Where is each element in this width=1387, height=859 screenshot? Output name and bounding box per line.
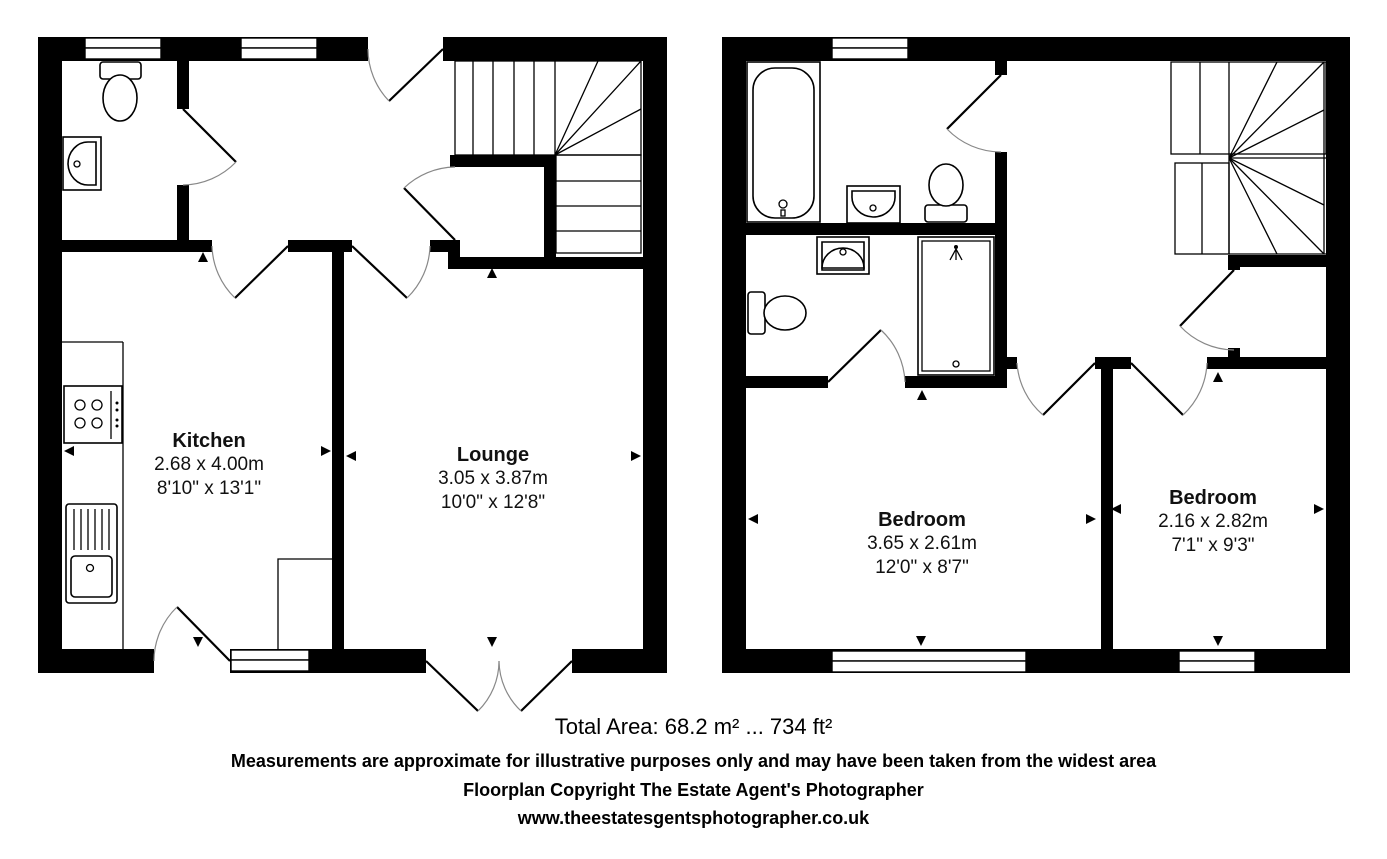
total-area: Total Area: 68.2 m² ... 734 ft²	[554, 714, 833, 739]
toilet	[747, 291, 807, 335]
door	[403, 166, 456, 241]
kitchen-worktop	[62, 341, 124, 649]
bath	[746, 61, 821, 223]
door	[351, 245, 431, 299]
disclaimer: Measurements are approximate for illustr…	[230, 751, 1157, 771]
window	[84, 37, 162, 60]
door	[1179, 269, 1235, 351]
window	[831, 37, 909, 60]
sink	[65, 503, 118, 604]
door	[1016, 362, 1096, 416]
staircase	[454, 60, 642, 254]
ground-floor	[38, 37, 667, 712]
room-label-bedroom-2: Bedroom 2.16 x 2.82m 7'1" x 9'3"	[1158, 486, 1268, 558]
staircase	[1170, 61, 1327, 255]
door	[367, 48, 444, 102]
door	[153, 606, 231, 662]
door	[211, 245, 289, 299]
room-dimensions-imperial: 8'10" x 13'1"	[156, 478, 262, 499]
door	[827, 329, 906, 383]
window	[230, 649, 310, 672]
door	[946, 74, 1002, 153]
door	[182, 108, 237, 186]
room-name: Bedroom	[1169, 487, 1257, 509]
window	[1178, 650, 1256, 673]
wash-basin	[846, 185, 901, 224]
room-label-bedroom-1: Bedroom 3.65 x 2.61m 12'0" x 8'7"	[867, 508, 977, 580]
room-dimensions-metric: 3.65 x 2.61m	[867, 533, 977, 554]
room-name: Kitchen	[172, 430, 246, 452]
hob	[63, 385, 123, 444]
room-dimensions-metric: 2.16 x 2.82m	[1158, 511, 1268, 532]
first-floor	[722, 37, 1350, 673]
toilet	[99, 61, 142, 122]
toilet	[924, 163, 968, 223]
room-label-lounge: Lounge 3.05 x 3.87m 10'0" x 12'8"	[438, 443, 548, 515]
room-dimensions-metric: 3.05 x 3.87m	[438, 468, 548, 489]
room-dimensions-imperial: 12'0" x 8'7"	[875, 557, 969, 578]
door	[1130, 362, 1208, 416]
copyright: Floorplan Copyright The Estate Agent's P…	[463, 780, 924, 800]
french-doors	[425, 660, 573, 712]
room-name: Bedroom	[878, 509, 966, 531]
window	[240, 37, 318, 60]
room-dimensions-imperial: 7'1" x 9'3"	[1171, 535, 1255, 556]
window	[831, 650, 1027, 673]
room-label-kitchen: Kitchen 2.68 x 4.00m 8'10" x 13'1"	[154, 429, 264, 501]
wash-basin	[816, 236, 870, 275]
website: www.theestatesgentsphotographer.co.uk	[517, 808, 870, 828]
room-dimensions-imperial: 10'0" x 12'8"	[440, 492, 546, 513]
room-dimensions-metric: 2.68 x 4.00m	[154, 454, 264, 475]
room-name: Lounge	[456, 444, 530, 466]
wash-basin	[62, 136, 102, 191]
shower	[917, 236, 995, 376]
fridge-unit	[277, 558, 332, 649]
